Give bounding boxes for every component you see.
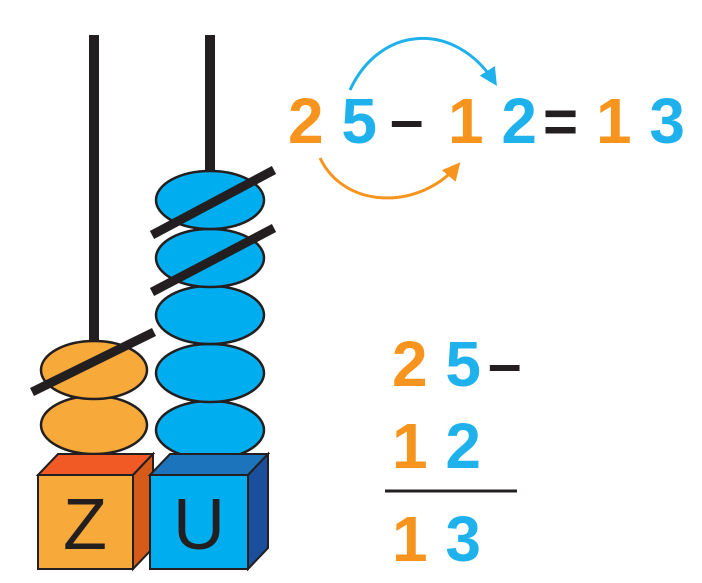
tens-place-cube: Z bbox=[35, 451, 156, 572]
svg-text:1 3: 1 3 bbox=[392, 503, 481, 575]
svg-text:1 2: 1 2 bbox=[392, 410, 481, 482]
column-minuend-units-digit: 5 bbox=[445, 328, 481, 400]
result-units-digit: 3 bbox=[649, 85, 685, 157]
tens-beads bbox=[39, 339, 149, 456]
units-bead bbox=[154, 399, 266, 461]
units-place-label: U bbox=[173, 485, 225, 565]
tens-arrow bbox=[318, 157, 461, 200]
svg-text:2 5: 2 5 bbox=[288, 85, 377, 157]
units-bead bbox=[154, 284, 266, 346]
units-strike-line bbox=[149, 166, 277, 239]
svg-text:1 3: 1 3 bbox=[596, 85, 685, 157]
column-subtraction: 2 5 – 1 2 1 3 bbox=[385, 328, 521, 575]
subtrahend-tens-digit: 1 bbox=[448, 85, 484, 157]
svg-text:2 5: 2 5 bbox=[392, 328, 481, 400]
units-arrow bbox=[348, 36, 497, 91]
units-place-cube: U bbox=[147, 451, 271, 572]
column-minuend-tens-digit: 2 bbox=[392, 328, 428, 400]
column-result-tens-digit: 1 bbox=[392, 503, 428, 575]
subtrahend-units-digit: 2 bbox=[501, 85, 537, 157]
units-bead bbox=[154, 342, 266, 404]
abacus: Z U bbox=[30, 35, 277, 572]
result-tens-digit: 1 bbox=[596, 85, 632, 157]
svg-text:1 2: 1 2 bbox=[448, 85, 537, 157]
column-subtrahend-units-digit: 2 bbox=[445, 410, 481, 482]
horizontal-minus-sign: – bbox=[390, 86, 423, 153]
column-subtrahend-tens-digit: 1 bbox=[392, 410, 428, 482]
tens-strike-line bbox=[30, 327, 156, 397]
tens-place-label: Z bbox=[63, 485, 107, 565]
units-beads bbox=[154, 169, 266, 461]
column-minus-sign: – bbox=[488, 330, 521, 397]
equals-sign: = bbox=[543, 88, 578, 155]
units-strike-line bbox=[149, 224, 277, 296]
horizontal-equation: 2 5 – 1 2 = 1 3 bbox=[288, 36, 685, 200]
tens-bead bbox=[39, 394, 149, 456]
column-result-units-digit: 3 bbox=[445, 503, 481, 575]
tens-bead bbox=[39, 339, 149, 401]
minuend-units-digit: 5 bbox=[341, 85, 377, 157]
minuend-tens-digit: 2 bbox=[288, 85, 324, 157]
